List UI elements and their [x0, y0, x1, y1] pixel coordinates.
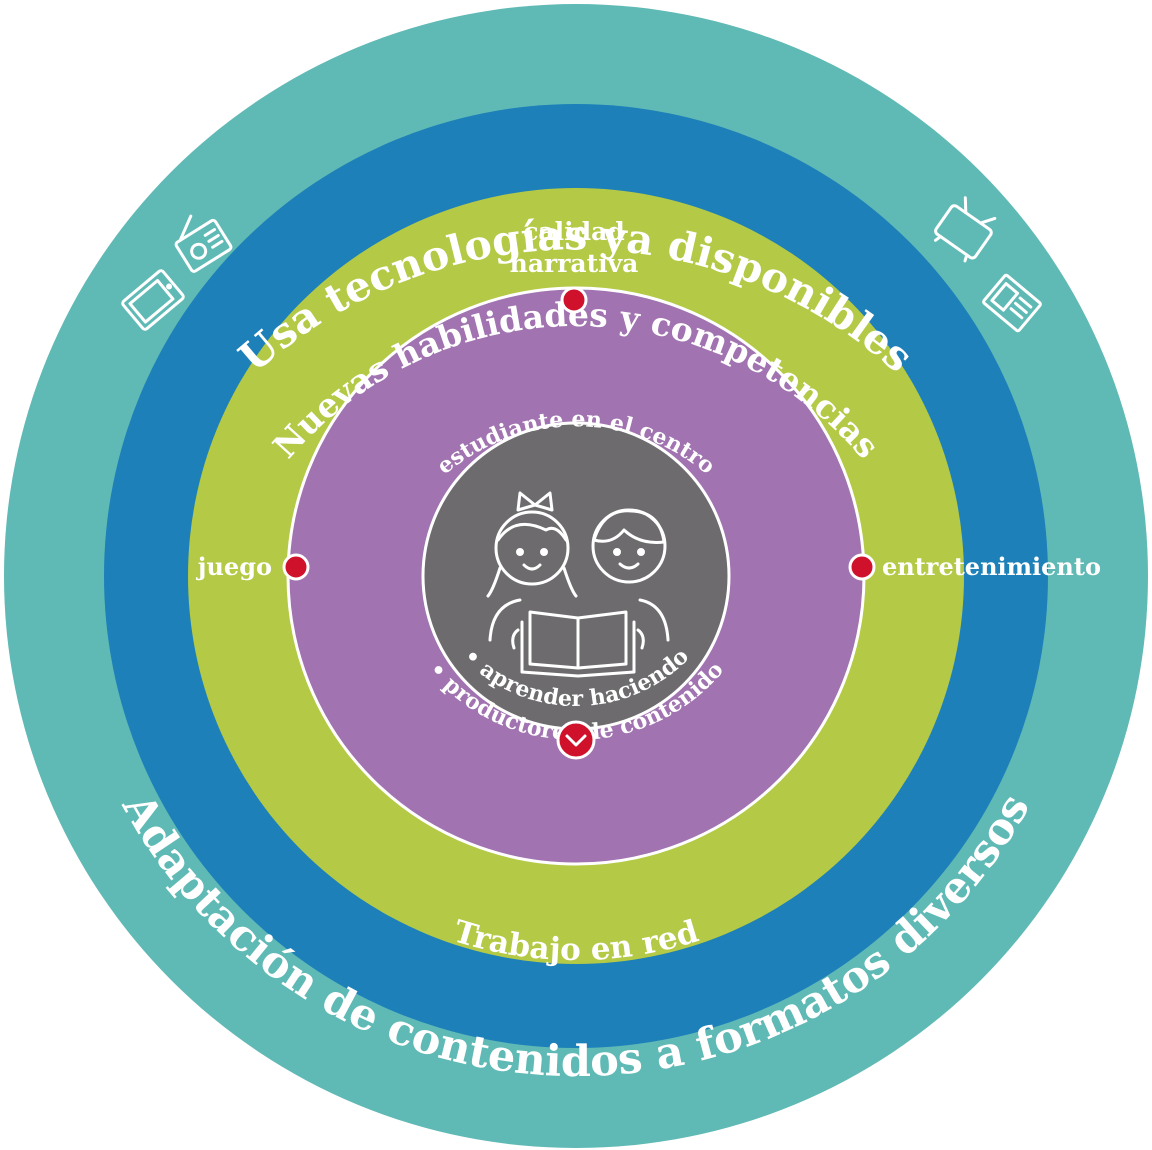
children-reading-icon [486, 491, 670, 678]
right-marker [848, 553, 876, 581]
tv-icon [933, 196, 997, 263]
top-marker [560, 286, 588, 314]
radio-icon [174, 214, 233, 273]
tablet-icon [121, 269, 185, 331]
bottom-chevron-marker [556, 720, 596, 760]
left-marker [282, 553, 310, 581]
newspaper-icon [982, 273, 1042, 333]
label-calidad: calidad [523, 217, 625, 246]
label-entretenimiento: entretenimiento [882, 552, 1101, 581]
label-narrativa: narrativa [510, 249, 639, 278]
label-juego: juego [196, 552, 272, 581]
